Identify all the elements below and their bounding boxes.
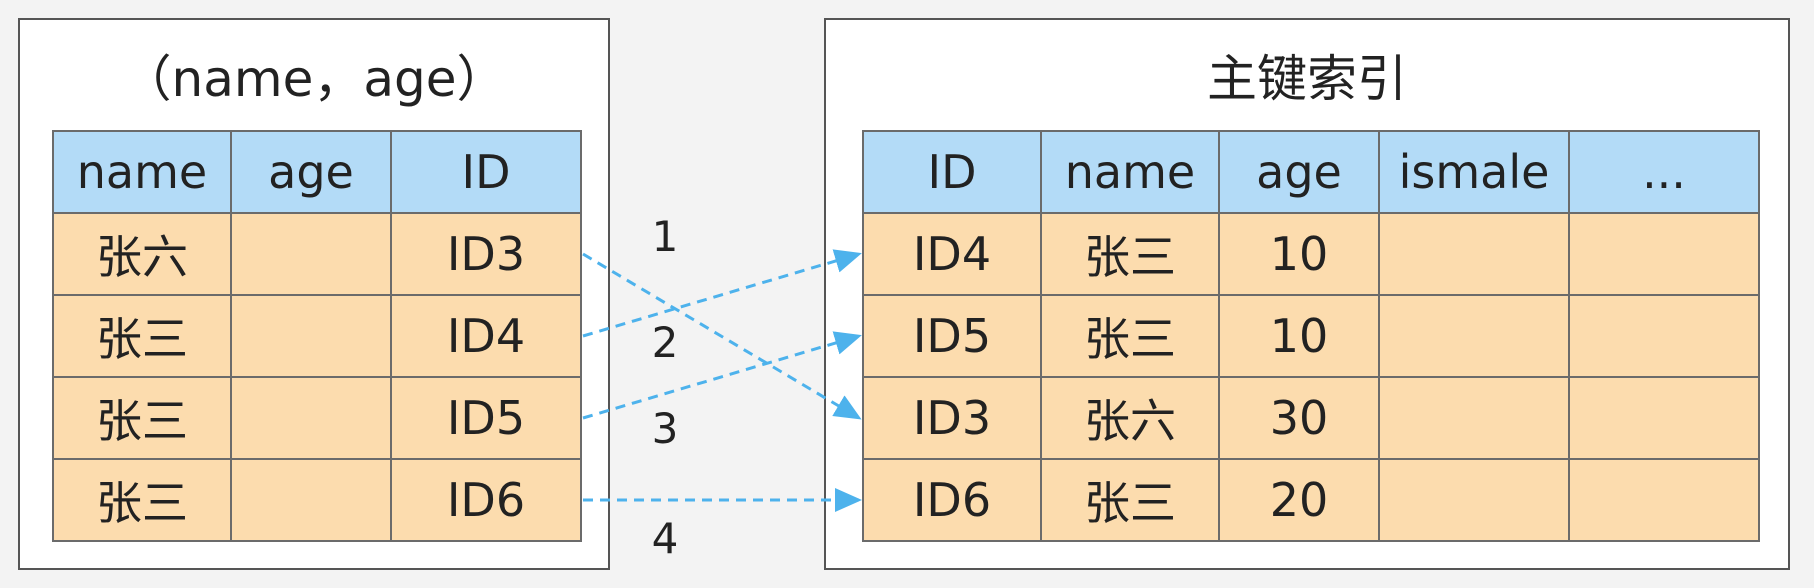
column-header: ID — [862, 130, 1042, 214]
header-row: name age ID — [52, 130, 582, 214]
table-cell: 张三 — [1040, 458, 1220, 542]
column-header: name — [52, 130, 232, 214]
table-cell: ID3 — [390, 212, 582, 296]
table-row: 张三 ID5 — [52, 376, 582, 460]
table-row: ID4 张三 10 — [862, 212, 1760, 296]
table-cell — [1568, 376, 1760, 460]
table-cell: ID6 — [390, 458, 582, 542]
table-cell: 10 — [1218, 212, 1380, 296]
table-cell — [1378, 212, 1570, 296]
table-cell: ID3 — [862, 376, 1042, 460]
table-cell: 张三 — [1040, 294, 1220, 378]
table-cell — [1378, 294, 1570, 378]
table-cell: 张三 — [52, 376, 232, 460]
table-cell — [1568, 294, 1760, 378]
table-row: ID6 张三 20 — [862, 458, 1760, 542]
table-cell — [1378, 376, 1570, 460]
lookup-arrow — [582, 249, 862, 338]
header-row: ID name age ismale ... — [862, 130, 1760, 214]
secondary-index-panel: （name，age） name age ID 张六 ID3 张三 ID4 张三 — [18, 18, 610, 570]
table-row: 张三 ID4 — [52, 294, 582, 378]
table-cell: ID5 — [862, 294, 1042, 378]
column-header: age — [1218, 130, 1380, 214]
table-cell: 张六 — [1040, 376, 1220, 460]
table-row: 张六 ID3 — [52, 212, 582, 296]
arrow-label: 4 — [651, 514, 679, 563]
table-cell: 10 — [1218, 294, 1380, 378]
arrow-label: 1 — [651, 212, 679, 261]
primary-index-table: ID name age ismale ... ID4 张三 10 ID5 张三 … — [862, 130, 1760, 542]
table-cell: ID4 — [390, 294, 582, 378]
table-cell — [1568, 458, 1760, 542]
table-cell — [230, 294, 392, 378]
table-cell — [1568, 212, 1760, 296]
column-header: ID — [390, 130, 582, 214]
primary-index-title: 主键索引 — [1207, 50, 1407, 108]
table-cell: 张三 — [52, 458, 232, 542]
table-cell: ID4 — [862, 212, 1042, 296]
table-cell: 张三 — [52, 294, 232, 378]
table-row: 张三 ID6 — [52, 458, 582, 542]
table-cell: 张三 — [1040, 212, 1220, 296]
column-header: ... — [1568, 130, 1760, 214]
arrow-label: 3 — [651, 404, 679, 453]
table-cell — [230, 458, 392, 542]
primary-index-panel: 主键索引 ID name age ismale ... ID4 张三 10 ID… — [824, 18, 1790, 570]
secondary-index-title: （name，age） — [121, 50, 507, 108]
table-cell: 20 — [1218, 458, 1380, 542]
table-cell: ID6 — [862, 458, 1042, 542]
table-cell — [230, 212, 392, 296]
table-row: ID3 张六 30 — [862, 376, 1760, 460]
arrow-label: 2 — [651, 318, 679, 367]
table-cell: 张六 — [52, 212, 232, 296]
lookup-arrow — [582, 331, 862, 420]
secondary-index-table: name age ID 张六 ID3 张三 ID4 张三 ID5 张三 — [52, 130, 582, 542]
table-row: ID5 张三 10 — [862, 294, 1760, 378]
table-cell — [1378, 458, 1570, 542]
column-header: ismale — [1378, 130, 1570, 214]
table-cell: ID5 — [390, 376, 582, 460]
table-cell: 30 — [1218, 376, 1380, 460]
table-cell — [230, 376, 392, 460]
column-header: name — [1040, 130, 1220, 214]
lookup-arrow — [582, 252, 862, 420]
column-header: age — [230, 130, 392, 214]
